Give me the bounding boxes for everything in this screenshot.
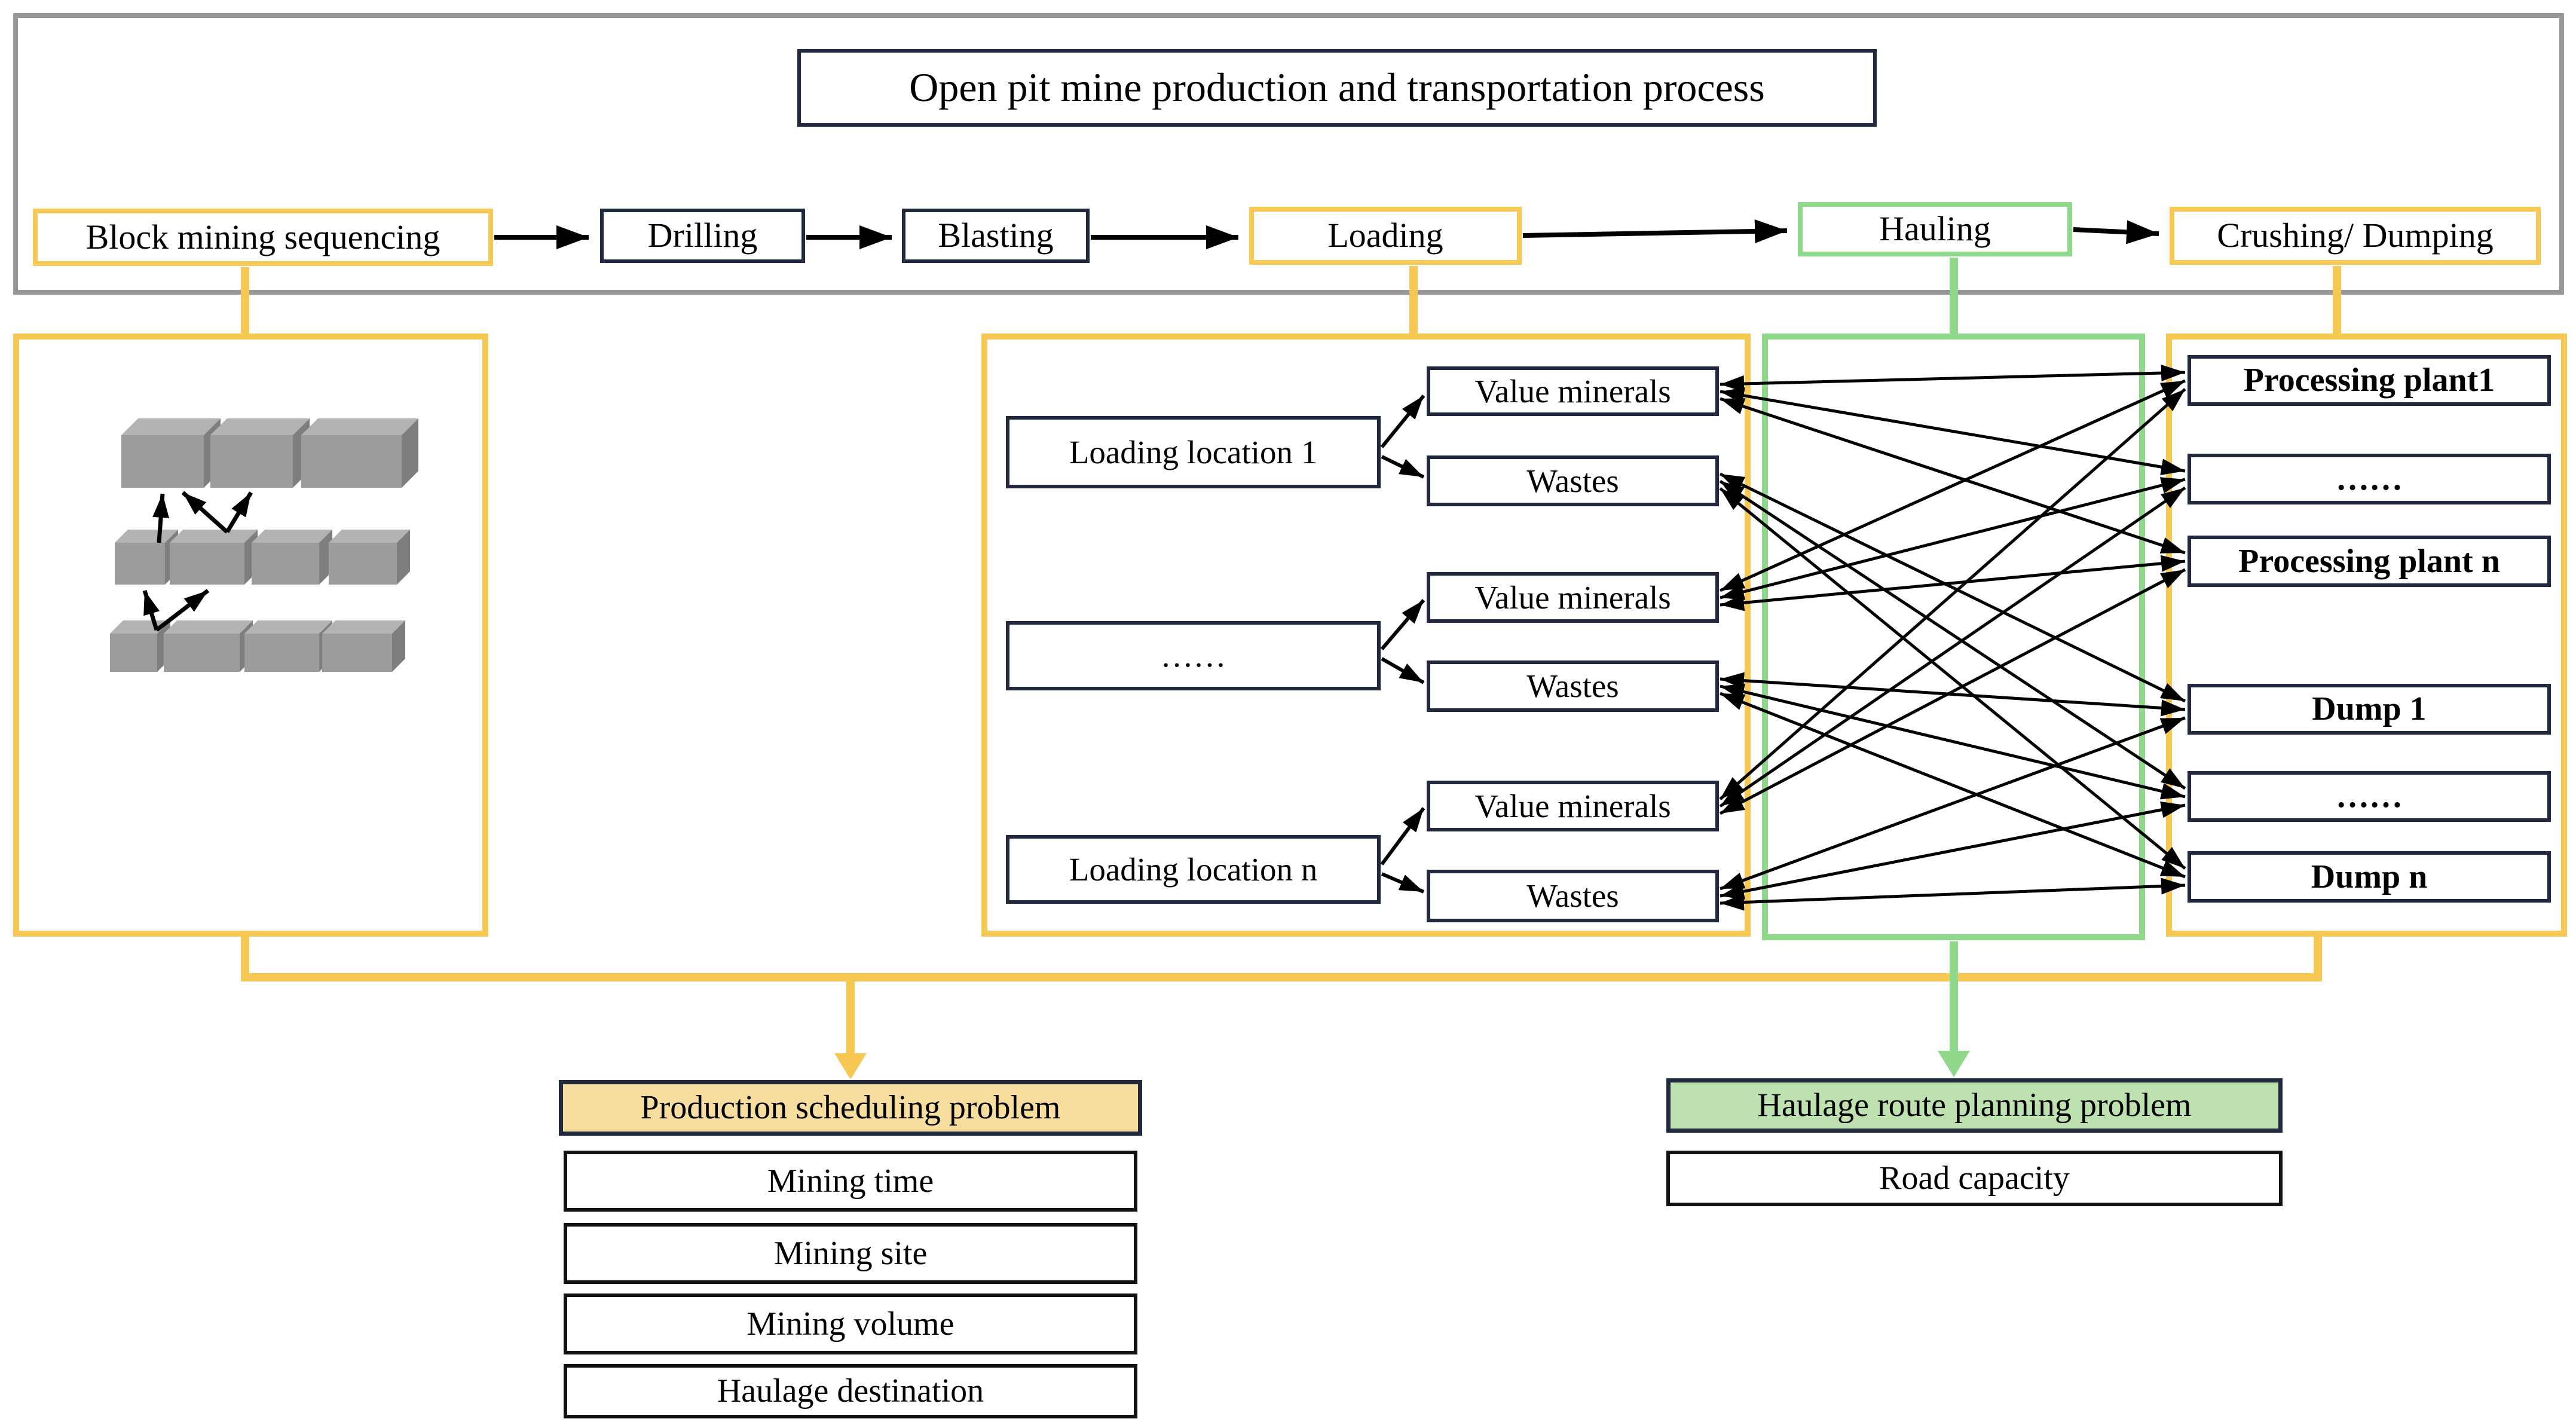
production-item-mining-volume: Mining volume bbox=[564, 1293, 1137, 1354]
value-minerals-2: Value minerals bbox=[1427, 572, 1719, 623]
destination-processing-plant-n: Processing plant n bbox=[2188, 536, 2551, 587]
destinations-panel bbox=[2166, 334, 2567, 937]
destination-ellipsis-dumps: …… bbox=[2188, 771, 2551, 822]
process-step-drilling: Drilling bbox=[600, 209, 805, 263]
process-step-crushing-dumping: Crushing/ Dumping bbox=[2170, 207, 2541, 265]
production-item-mining-site: Mining site bbox=[564, 1223, 1137, 1284]
haulage-route-planning-problem-title: Haulage route planning problem bbox=[1666, 1078, 2283, 1133]
page-title: Open pit mine production and transportat… bbox=[797, 49, 1877, 127]
process-step-blasting: Blasting bbox=[902, 209, 1090, 263]
yellow-arrowhead bbox=[834, 1053, 867, 1080]
loading-location-1: Loading location 1 bbox=[1006, 416, 1381, 488]
loading-branch-arrows bbox=[1380, 395, 1425, 894]
destination-processing-plant-1: Processing plant1 bbox=[2188, 355, 2551, 406]
process-step-loading: Loading bbox=[1249, 207, 1522, 265]
haulage-route-lines bbox=[1719, 365, 2186, 911]
process-step-block-mining-sequencing: Block mining sequencing bbox=[33, 209, 493, 266]
production-item-haulage-destination: Haulage destination bbox=[564, 1364, 1137, 1418]
wastes-3: Wastes bbox=[1427, 870, 1719, 922]
green-arrowhead bbox=[1938, 1051, 1970, 1077]
haulage-item-road-capacity: Road capacity bbox=[1666, 1151, 2283, 1206]
yellow-connectors bbox=[241, 266, 2341, 1057]
process-step-hauling: Hauling bbox=[1798, 202, 2072, 256]
value-minerals-3: Value minerals bbox=[1427, 781, 1719, 831]
destination-ellipsis-plants: …… bbox=[2188, 454, 2551, 504]
wastes-2: Wastes bbox=[1427, 660, 1719, 712]
loading-location-ellipsis: …… bbox=[1006, 621, 1381, 690]
production-item-mining-time: Mining time bbox=[564, 1151, 1137, 1212]
production-scheduling-problem-title: Production scheduling problem bbox=[559, 1080, 1142, 1136]
block-sequence-arrows bbox=[142, 491, 253, 632]
destination-dump-n: Dump n bbox=[2188, 851, 2551, 903]
value-minerals-1: Value minerals bbox=[1427, 366, 1719, 416]
destination-dump-1: Dump 1 bbox=[2188, 684, 2551, 735]
mining-blocks-illustration bbox=[110, 418, 418, 672]
wastes-1: Wastes bbox=[1427, 455, 1719, 506]
loading-location-n: Loading location n bbox=[1006, 835, 1381, 904]
process-arrows bbox=[494, 219, 2159, 249]
